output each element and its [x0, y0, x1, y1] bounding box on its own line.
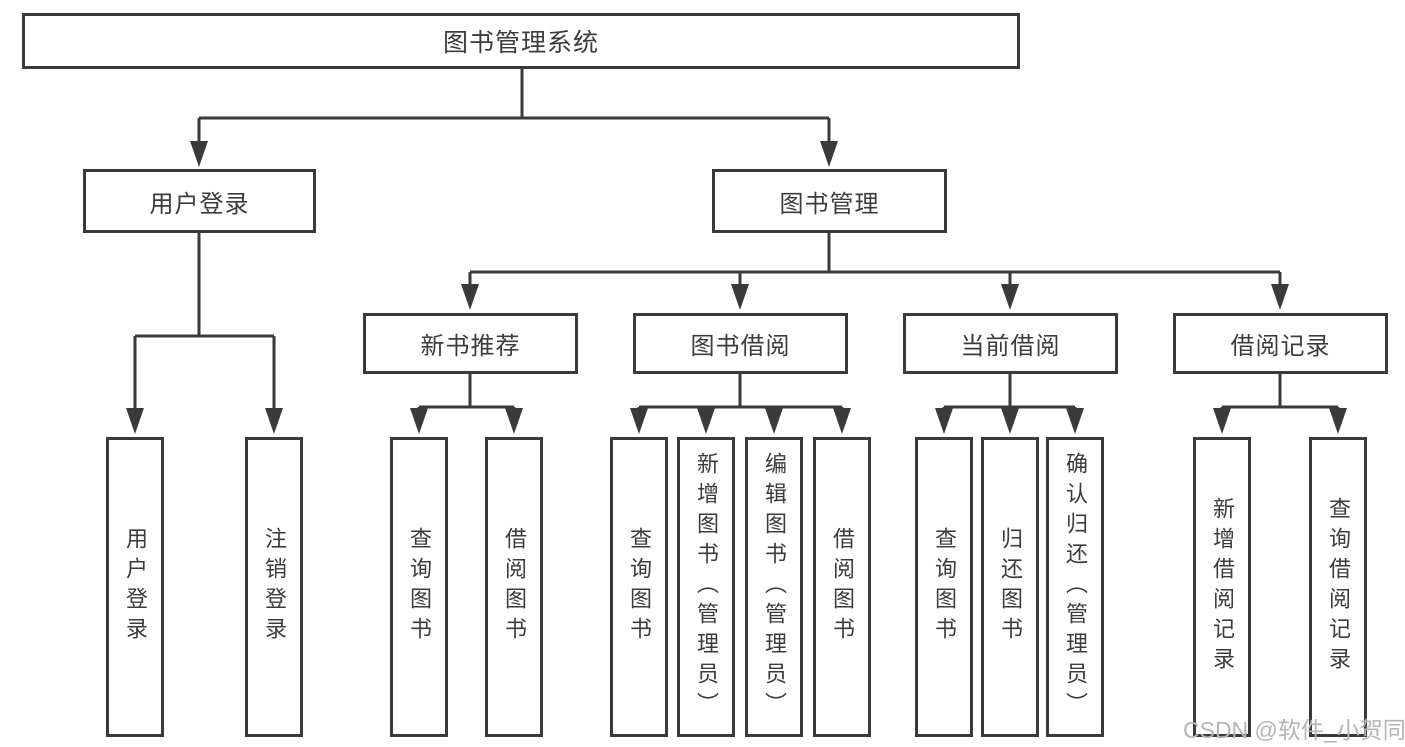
watermark: CSDN @软件_小贺同学: [1183, 717, 1405, 743]
node-label: 查询图书: [932, 527, 957, 647]
node-label: 图书管理: [779, 190, 880, 218]
node-label: 用户登录: [149, 190, 250, 218]
node-book-management: 图书管理: [712, 169, 947, 233]
arrow-down-icon: [1001, 284, 1019, 310]
node-label: 借阅记录: [1230, 333, 1331, 360]
arrow-down-icon: [1213, 408, 1231, 434]
leaf-borrow-books: 借阅图书: [813, 437, 871, 737]
leaf-edit-book-admin: 编辑图书（管理员）: [745, 437, 803, 737]
leaf-add-book-admin: 新增图书（管理员）: [677, 437, 735, 737]
arrow-down-icon: [505, 408, 523, 434]
leaf-return-books: 归还图书: [981, 437, 1039, 737]
arrow-down-icon: [833, 408, 851, 434]
node-label: 新书推荐: [420, 333, 521, 360]
leaf-query-books-current: 查询图书: [915, 437, 973, 737]
arrow-down-icon: [1329, 408, 1347, 434]
arrow-down-icon: [265, 408, 283, 434]
leaf-user-login: 用户登录: [106, 437, 164, 737]
leaf-borrow-books-recommend: 借阅图书: [485, 437, 543, 737]
node-new-book-recommend: 新书推荐: [363, 313, 578, 374]
leaf-logout: 注销登录: [245, 437, 303, 737]
arrow-down-icon: [1066, 408, 1084, 434]
arrow-down-icon: [126, 408, 144, 434]
arrow-down-icon: [461, 284, 479, 310]
node-label: 注销登录: [262, 527, 287, 647]
arrow-down-icon: [410, 408, 428, 434]
arrow-down-icon: [765, 408, 783, 434]
arrow-down-icon: [820, 141, 838, 167]
leaf-query-borrow-record: 查询借阅记录: [1309, 437, 1367, 737]
node-library-system: 图书管理系统: [22, 13, 1020, 69]
node-borrow-records: 借阅记录: [1173, 313, 1388, 374]
node-current-borrow: 当前借阅: [903, 313, 1118, 374]
arrow-down-icon: [697, 408, 715, 434]
arrow-down-icon: [630, 408, 648, 434]
node-label: 图书管理系统: [442, 29, 599, 57]
leaf-confirm-return-admin: 确认归还（管理员）: [1046, 437, 1104, 737]
node-label: 当前借阅: [960, 333, 1061, 360]
node-label: 新增图书（管理员）: [694, 452, 719, 722]
node-label: 查询图书: [627, 527, 652, 647]
node-label: 用户登录: [123, 527, 148, 647]
arrow-down-icon: [935, 408, 953, 434]
arrow-down-icon: [190, 141, 208, 167]
leaf-add-borrow-record: 新增借阅记录: [1193, 437, 1251, 737]
node-label: 确认归还（管理员）: [1063, 452, 1088, 722]
node-label: 图书借阅: [690, 333, 791, 360]
leaf-query-books-recommend: 查询图书: [390, 437, 448, 737]
node-label: 编辑图书（管理员）: [762, 452, 787, 722]
node-label: 归还图书: [998, 527, 1023, 647]
node-label: 查询借阅记录: [1326, 497, 1351, 677]
arrow-down-icon: [1271, 284, 1289, 310]
node-label: 借阅图书: [502, 527, 527, 647]
node-user-login: 用户登录: [83, 169, 316, 233]
arrowheads: [126, 141, 1347, 434]
arrow-down-icon: [1001, 408, 1019, 434]
node-label: 借阅图书: [830, 527, 855, 647]
leaf-query-books-borrow: 查询图书: [610, 437, 668, 737]
arrow-down-icon: [731, 284, 749, 310]
node-label: 查询图书: [407, 527, 432, 647]
node-label: 新增借阅记录: [1210, 497, 1235, 677]
node-book-borrow: 图书借阅: [633, 313, 848, 374]
